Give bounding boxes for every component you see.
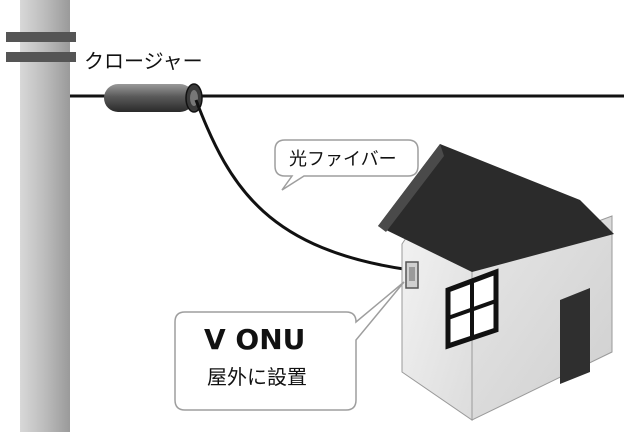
onu-box-icon bbox=[405, 261, 419, 289]
fiber-callout bbox=[274, 139, 419, 191]
onu-callout bbox=[174, 281, 405, 411]
onu-description: 屋外に設置 bbox=[207, 365, 307, 389]
house-window bbox=[445, 268, 499, 350]
cable-closure-icon bbox=[104, 83, 203, 113]
closure-label: クロージャー bbox=[84, 49, 203, 73]
house-icon bbox=[378, 144, 614, 421]
onu-title: V ONU bbox=[204, 323, 305, 356]
utility-pole-icon bbox=[6, 0, 76, 432]
fiber-cable bbox=[194, 99, 411, 272]
fiber-label: 光ファイバー bbox=[289, 149, 397, 170]
